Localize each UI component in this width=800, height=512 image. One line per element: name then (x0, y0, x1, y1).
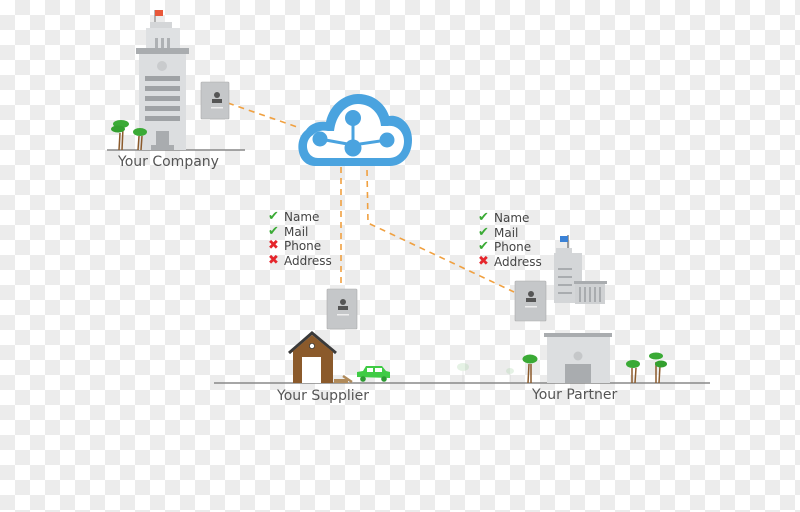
tree-icon (111, 120, 129, 151)
permission-field: Address (284, 253, 332, 268)
company-label: Your Company (118, 154, 219, 170)
tree-icon (522, 354, 538, 384)
permission-field: Mail (284, 224, 309, 239)
tree-icon (133, 128, 147, 151)
address-book-icon-supplier (326, 288, 358, 330)
partner-building (544, 235, 612, 383)
permission-row: ✔ Name (477, 210, 542, 226)
tree-icon (649, 352, 667, 384)
supplier-house (288, 331, 353, 384)
permission-field: Name (494, 211, 530, 225)
check-icon: ✔ (478, 210, 489, 225)
permission-row: ✔ Mail (477, 224, 542, 241)
check-icon: ✔ (478, 239, 489, 254)
permission-field: Phone (284, 239, 322, 253)
cross-icon: ✖ (268, 238, 279, 253)
check-icon: ✔ (268, 223, 279, 239)
address-book-icon-company (200, 81, 230, 120)
supplier-permissions: ✔ Name ✔ Mail ✖ Phone ✖ Address (267, 209, 332, 269)
check-icon: ✔ (268, 209, 279, 224)
partner-label: Your Partner (532, 387, 618, 403)
cross-icon: ✖ (478, 253, 489, 269)
permission-field: Phone (494, 240, 532, 254)
faded-tree-icon (457, 363, 514, 383)
permission-field: Address (494, 254, 542, 269)
permission-field: Mail (494, 225, 519, 240)
supplier-label: Your Supplier (277, 388, 370, 404)
permission-row: ✔ Phone (477, 239, 542, 255)
cross-icon: ✖ (268, 252, 279, 268)
company-building (136, 10, 189, 150)
permission-row: ✖ Address (267, 252, 332, 269)
permission-row: ✔ Mail (267, 223, 332, 240)
partner-flag (560, 236, 568, 242)
address-book-icon-partner (514, 280, 547, 322)
tree-icon (626, 360, 640, 384)
car-icon (357, 366, 390, 382)
cloud-network-icon (298, 94, 412, 166)
connector-company-hub (227, 102, 301, 129)
permission-row: ✖ Phone (267, 238, 332, 254)
permission-row: ✔ Name (267, 209, 332, 225)
permission-row: ✖ Address (477, 253, 542, 270)
partner-permissions: ✔ Name ✔ Mail ✔ Phone ✖ Address (477, 210, 542, 270)
check-icon: ✔ (478, 224, 489, 240)
company-flag (155, 10, 163, 16)
connectors (227, 102, 515, 293)
permission-field: Name (284, 210, 320, 224)
